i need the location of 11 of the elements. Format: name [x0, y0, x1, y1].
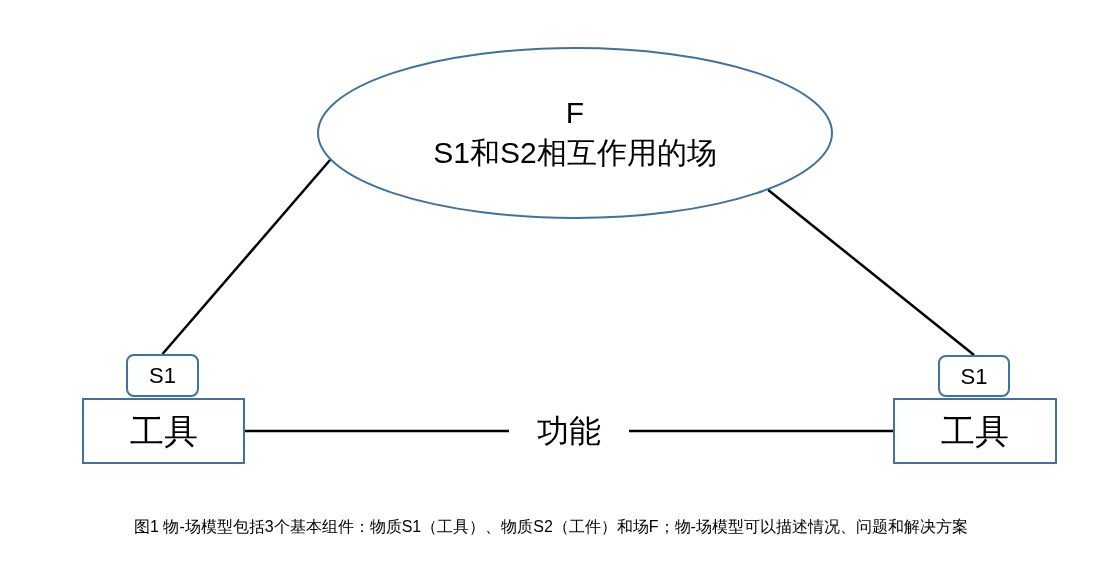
ellipse-node — [317, 47, 833, 219]
connector-line — [161, 159, 331, 355]
connector-line — [767, 189, 975, 356]
tag-box: S1 — [938, 355, 1010, 397]
process-box: 工具 — [893, 398, 1057, 464]
process-box: 工具 — [82, 398, 245, 464]
caption: 图1 物-场模型包括3个基本组件：物质S1（工具）、物质S2（工件）和场F；物-场模型可以描述情况、问题和解决方案 — [134, 518, 968, 535]
tag-box: S1 — [126, 354, 199, 397]
edge-label: 功能 — [509, 415, 629, 447]
node-text: F — [565, 95, 585, 131]
node-text: S1和S2相互作用的场 — [433, 135, 717, 171]
